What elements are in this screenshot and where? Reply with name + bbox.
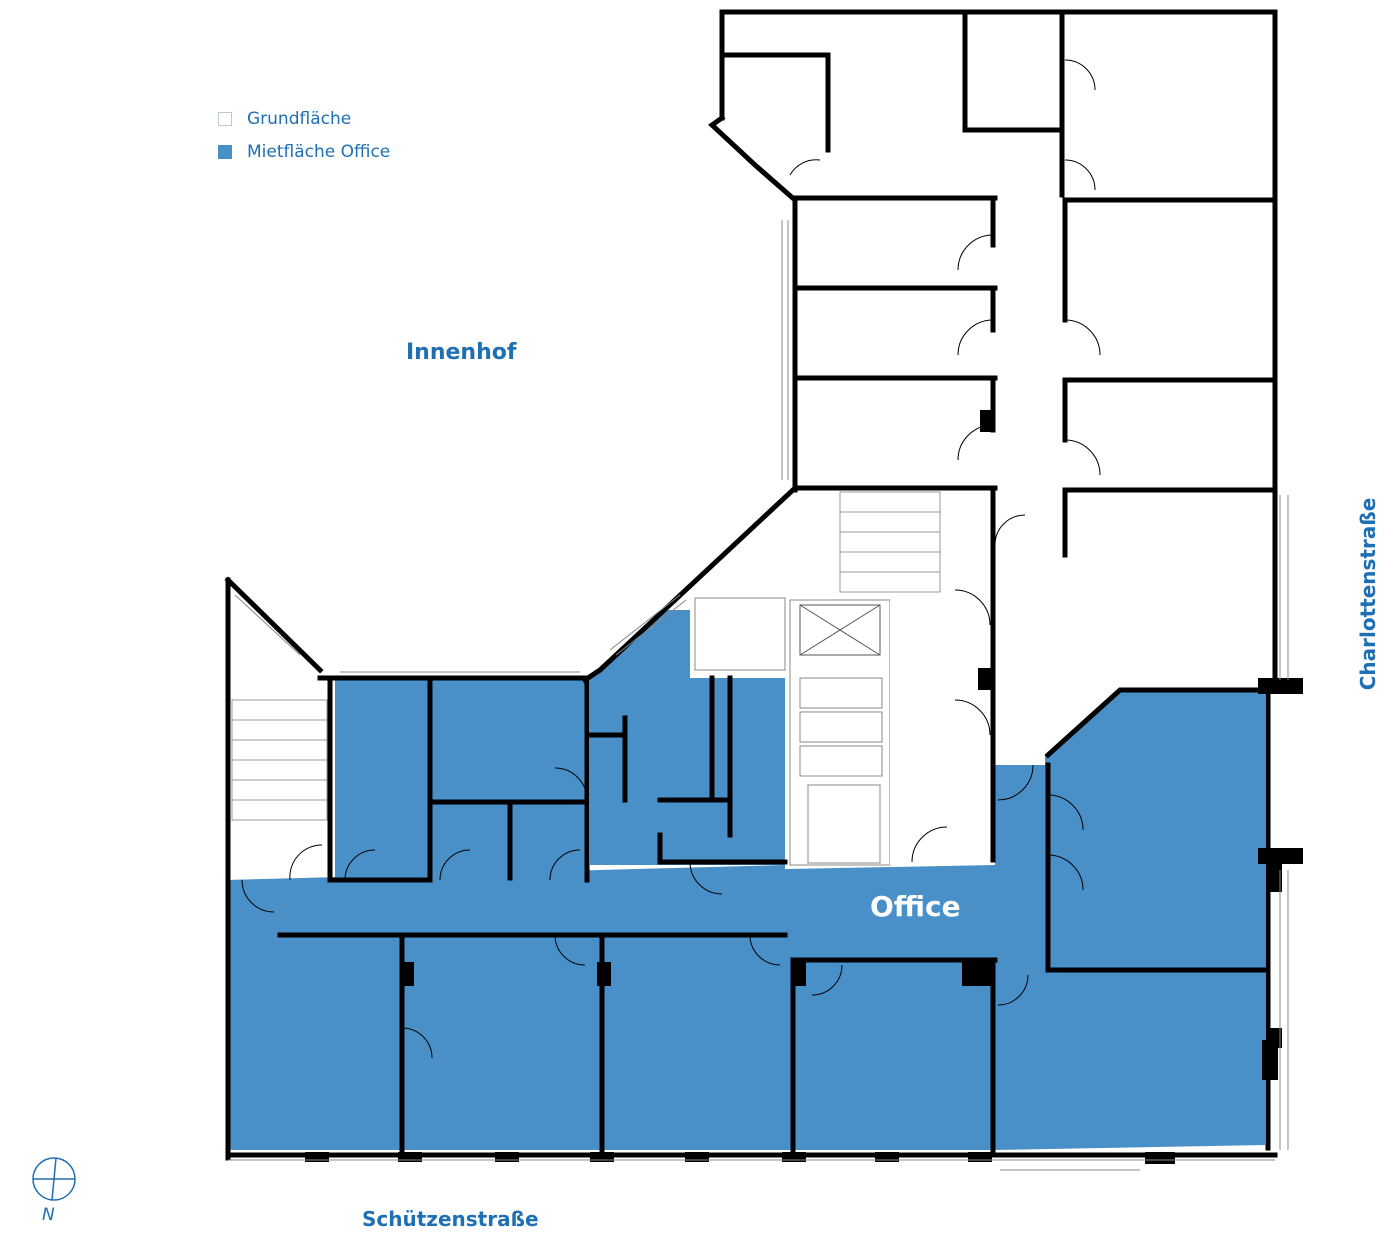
north-label: N xyxy=(42,1205,55,1225)
outline-square-icon xyxy=(218,112,232,126)
windows xyxy=(228,220,1289,1171)
office-rental-area xyxy=(228,610,1265,1150)
elevator-shaft xyxy=(799,604,881,656)
legend-label: Grundfläche xyxy=(247,109,352,129)
service-core xyxy=(694,597,990,866)
walls xyxy=(224,9,1278,1161)
stairs-north xyxy=(839,491,941,593)
legend-label: Mietfläche Office xyxy=(247,142,391,162)
legend-item-office: Mietfläche Office xyxy=(218,141,390,163)
courtyard-label: Innenhof xyxy=(406,340,517,365)
door-swings xyxy=(241,59,1101,1059)
street-south-label: Schützenstraße xyxy=(362,1207,539,1231)
filled-square-icon xyxy=(218,145,232,159)
pillars xyxy=(305,410,1303,1164)
legend: Grundfläche Mietfläche Office xyxy=(218,108,390,174)
office-label: Office xyxy=(870,890,961,923)
legend-item-grundflaeche: Grundfläche xyxy=(218,108,390,130)
stairs-west xyxy=(231,699,328,821)
street-east-label: Charlottenstraße xyxy=(1356,497,1380,691)
north-arrow-icon xyxy=(32,1157,76,1201)
